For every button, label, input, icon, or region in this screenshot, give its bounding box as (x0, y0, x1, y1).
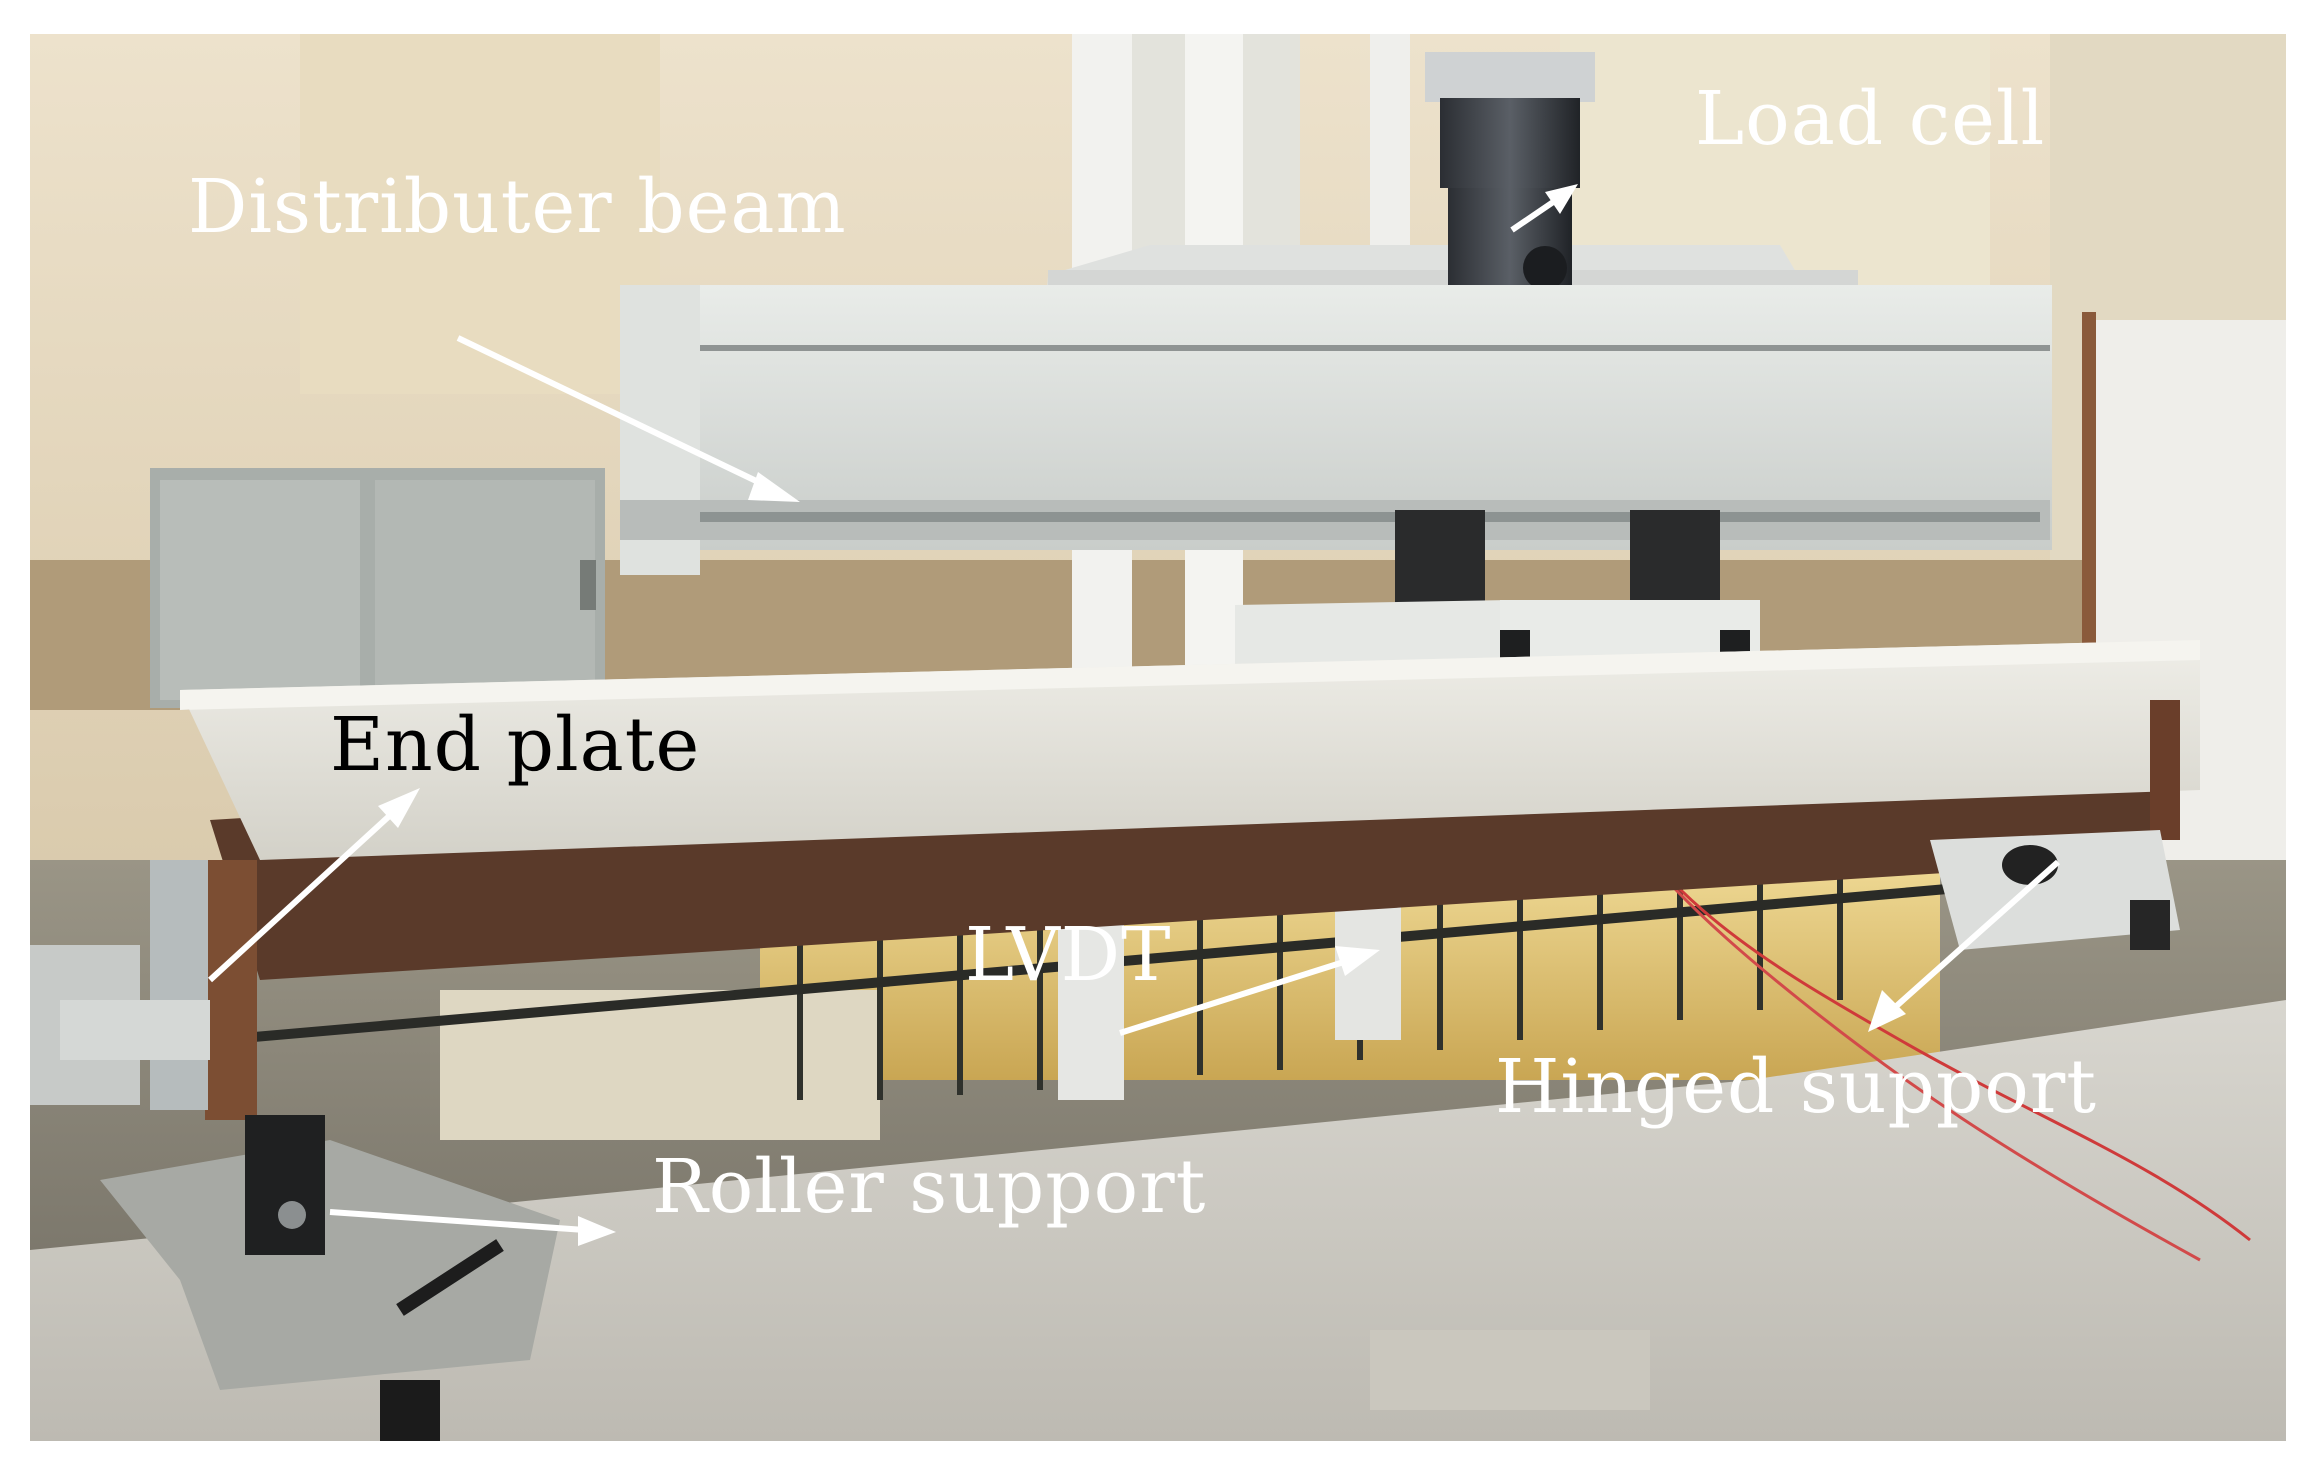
arrow-end-plate (207, 788, 420, 983)
label-load-cell: Load cell (1695, 76, 2046, 162)
annotation-arrows (207, 184, 2060, 1246)
label-lvdt: LVDT (965, 912, 1172, 998)
hinged-support (1930, 830, 2180, 950)
arrow-hinged-support (1868, 859, 2060, 1032)
electrical-cabinet (150, 468, 605, 708)
arrow-roller-support (329, 1209, 616, 1246)
label-hinged-support: Hinged support (1495, 1044, 2097, 1130)
arrow-lvdt (1119, 946, 1380, 1036)
label-roller-support: Roller support (652, 1144, 1207, 1230)
arrow-distributer-beam (456, 335, 800, 502)
label-end-plate: End plate (330, 702, 701, 788)
end-plate (150, 860, 257, 1120)
arrow-load-cell (1510, 184, 1578, 233)
label-distributer-beam: Distributer beam (188, 164, 847, 250)
distributer-beam (620, 285, 2052, 575)
roller-support (30, 945, 560, 1441)
composite-beam (180, 640, 2200, 980)
